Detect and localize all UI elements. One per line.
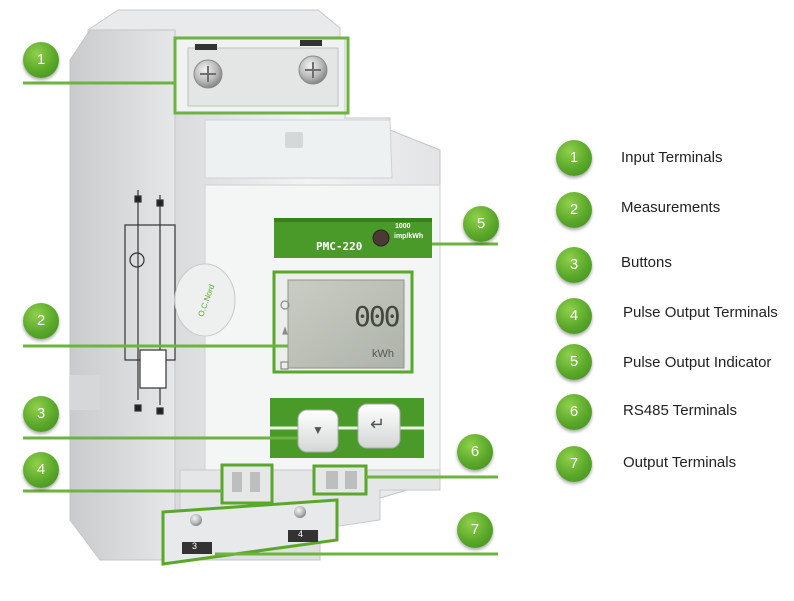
brand-logo: O.C.Nord	[174, 263, 236, 337]
legend-label-buttons: Buttons	[621, 254, 672, 271]
legend-badge-4: 4	[556, 298, 592, 334]
callout-badge-7: 7	[457, 512, 493, 548]
callout-badge-6: 6	[457, 434, 493, 470]
legend-label-pulse-output-terminals: Pulse Output Terminals	[623, 304, 778, 321]
legend-label-measurements: Measurements	[621, 199, 721, 216]
model-label-band	[274, 218, 432, 258]
legend-badge-6: 6	[556, 394, 592, 430]
callout-badge-2: 2	[23, 303, 59, 339]
pulse-rate-value: 1000	[395, 223, 411, 230]
callout-badge-4: 4	[23, 452, 59, 488]
legend-badge-2: 2	[556, 192, 592, 228]
pulse-rate-unit: imp/kWh	[394, 233, 424, 240]
lcd-reading: 000	[354, 300, 401, 333]
status-icons	[280, 300, 290, 370]
terminal-number-left: 3	[192, 541, 198, 551]
legend-badge-3: 3	[556, 247, 592, 283]
terminal-number-right: 4	[298, 529, 304, 539]
model-label: PMC-220	[316, 240, 363, 253]
input-terminal-screws	[187, 40, 339, 107]
down-button[interactable]	[297, 409, 339, 453]
down-arrow-icon: ▼	[312, 423, 324, 437]
lcd-unit: kWh	[372, 348, 394, 360]
input-terminal-highlight	[173, 36, 350, 115]
lower-terminals	[161, 463, 368, 566]
legend-badge-5: 5	[556, 344, 592, 380]
lcd-screen	[287, 279, 405, 369]
legend-badge-7: 7	[556, 446, 592, 482]
callout-badge-3: 3	[23, 396, 59, 432]
callout-leader-lines	[23, 81, 498, 556]
wiring-diagram-label	[124, 190, 176, 415]
legend-label-rs485-terminals: RS485 Terminals	[623, 402, 737, 419]
legend-label-input-terminals: Input Terminals	[621, 149, 723, 166]
legend-badge-1: 1	[556, 140, 592, 176]
enter-button[interactable]	[357, 403, 401, 449]
callout-badge-1: 1	[23, 42, 59, 78]
legend-label-pulse-output-indicator: Pulse Output Indicator	[623, 354, 772, 371]
enter-icon: ↵	[370, 414, 386, 434]
callout-badge-5: 5	[463, 206, 499, 242]
legend-label-output-terminals: Output Terminals	[623, 454, 737, 471]
